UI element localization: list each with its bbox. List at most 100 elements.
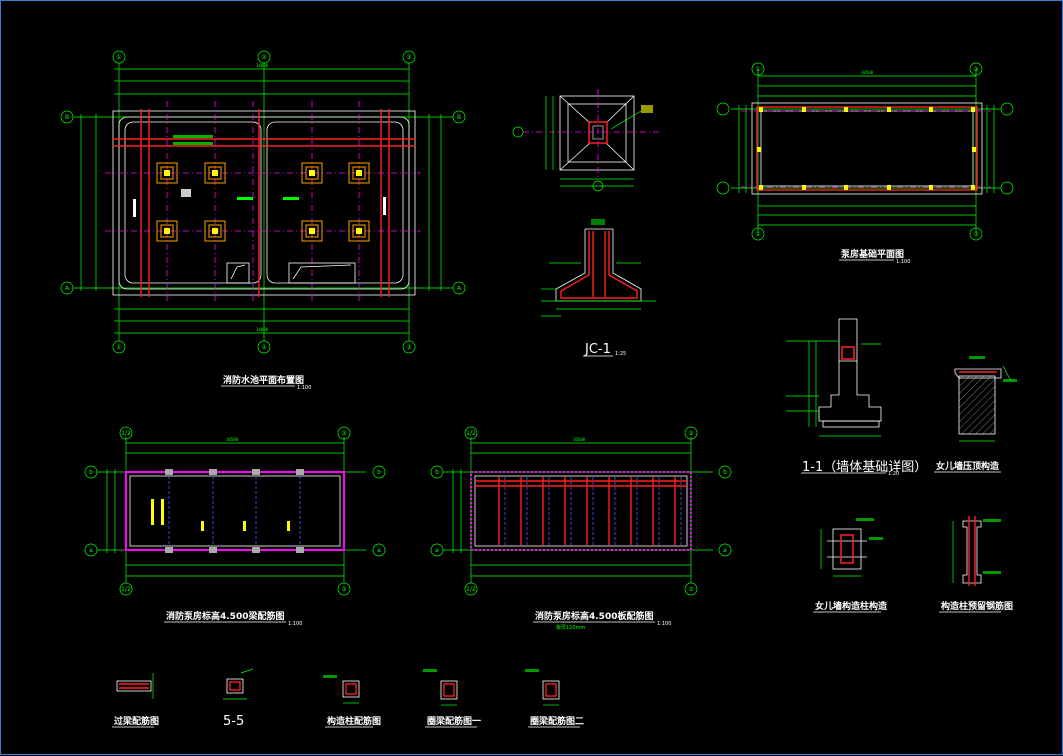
axis-bubble-slab-b <box>684 426 698 440</box>
axis-bubble-pump <box>751 62 765 76</box>
axis-bubble-slab-a-label: 1/2 <box>121 430 131 437</box>
axis-bubble-pool-top-label: ③ <box>406 54 411 61</box>
pool-column <box>309 228 315 234</box>
slab-b-total-dim: 10500 <box>573 437 586 442</box>
pump-post <box>972 147 976 152</box>
axis-bubble-slab-b-side <box>718 543 732 557</box>
slab-thickness-note: 板厚120mm <box>556 624 585 631</box>
axis-bubble-slab-b <box>464 426 478 440</box>
pump-total-dim: 10500 <box>861 70 874 75</box>
axis-bubble-pool-right-label: B <box>457 114 461 121</box>
jc1-title: JC-1 <box>584 342 611 357</box>
axis-bubble-pump <box>751 227 765 241</box>
axis-bubble-slab-a-side-label: a <box>89 547 93 554</box>
ring-beam-2-title: 圈梁配筋图二 <box>530 715 584 727</box>
axis-bubble-pump-label: ③ <box>973 66 978 73</box>
axis-bubble-pump-label: ① <box>755 66 760 73</box>
axis-bubble-slab-a-side <box>84 543 98 557</box>
pool-layout-plan <box>73 63 453 341</box>
pool-footing <box>348 162 370 184</box>
axis-bubble-pool-right-label: A <box>457 285 462 292</box>
pool-footing-inner <box>305 224 319 238</box>
section-1-1-title: 1-1（墙体基础详图） <box>802 460 927 475</box>
axis-bubble-slab-a-label: ③ <box>341 430 346 437</box>
pool-column <box>164 170 170 176</box>
axis-bubble-pool-left-label: B <box>65 114 69 121</box>
pool-total-dim: 14000 <box>256 63 269 68</box>
pool-column <box>356 228 362 234</box>
axis-bubble-slab-a-side-label: b <box>377 469 381 476</box>
column-section-title: 构造柱配筋图 <box>327 715 381 727</box>
pump-post <box>802 185 806 190</box>
section-5-5-title: 5-5 <box>223 714 244 729</box>
axis-bubble-pump-label: ① <box>755 231 760 238</box>
pool-footing-inner <box>208 166 222 180</box>
pool-layout-title: 消防水池平面布置图 <box>223 374 304 386</box>
pump-post <box>759 185 763 190</box>
pump-post <box>844 107 848 112</box>
axis-bubble-slab-b-side-label: b <box>723 469 727 476</box>
axis-bubble-pool-right <box>452 281 466 295</box>
axis-bubble-pump <box>969 62 983 76</box>
parapet-column-title: 女儿墙构造柱构造 <box>815 600 888 612</box>
parapet-column-detail: 女儿墙构造柱构造 <box>813 518 888 613</box>
axis-bubble-slab-b-label: ③ <box>688 586 693 593</box>
pool-column <box>164 228 170 234</box>
pump-foundation-plan <box>731 69 1001 233</box>
pool-column <box>356 170 362 176</box>
slab-a-total-dim: 10500 <box>226 437 239 442</box>
slab-column-top <box>296 469 304 475</box>
axis-bubble-pump-side <box>716 102 730 116</box>
axis-bubble-slab-b <box>684 582 698 596</box>
pool-footing <box>156 220 178 242</box>
column-anchor-title: 构造柱预留钢筋图 <box>941 600 1013 612</box>
section-1-1: 1-1（墙体基础详图） 1:20 <box>786 318 927 477</box>
slab-column-top <box>165 469 173 475</box>
pump-post <box>929 107 933 112</box>
column-anchor-detail: 构造柱预留钢筋图 <box>939 516 1013 613</box>
pump-post <box>757 147 761 152</box>
pool-footing <box>204 220 226 242</box>
axis-bubble-slab-a-side <box>84 465 98 479</box>
axis-bubble-pump-side <box>1000 181 1014 195</box>
pump-post <box>759 107 763 112</box>
pool-total-dim-bottom: 14000 <box>256 327 269 332</box>
axis-bubble-slab-b-side <box>718 465 732 479</box>
jc1-scale: 1:25 <box>615 351 626 357</box>
axis-bubble-pool-top <box>112 50 126 64</box>
slab-rebar-scale: 1:100 <box>657 621 671 627</box>
pool-footing <box>348 220 370 242</box>
pump-foundation-title: 泵房基础平面图 <box>841 248 904 260</box>
pool-column <box>309 170 315 176</box>
pool-column <box>212 228 218 234</box>
axis-bubble-pool-bottom-label: ③ <box>406 344 411 351</box>
axis-bubble-slab-a <box>337 582 351 596</box>
slab-column-top <box>209 469 217 475</box>
pool-footing-inner <box>352 166 366 180</box>
axis-bubble-pool-left <box>60 110 74 124</box>
axis-bubble-pump <box>969 227 983 241</box>
pump-post <box>844 185 848 190</box>
section-1-1-scale: 1:20 <box>888 471 899 477</box>
axis-bubble-pool-bottom <box>112 340 126 354</box>
slab-beam-plan: 消防泵房标高4.500梁配筋图 1:100 <box>97 437 366 627</box>
axis-bubble-slab-a-label: ③ <box>341 586 346 593</box>
pool-footing-inner <box>160 224 174 238</box>
slab-column-bottom <box>252 547 260 553</box>
pump-post <box>887 107 891 112</box>
pool-footing <box>301 220 323 242</box>
axis-bubble-slab-b-side-label: a <box>435 547 439 554</box>
pool-footing-inner <box>208 224 222 238</box>
axis-bubble-slab-b-label: 1/2 <box>466 586 476 593</box>
lintel-title: 过梁配筋图 <box>114 715 159 727</box>
slab-beam-title: 消防泵房标高4.500梁配筋图 <box>166 610 284 622</box>
slab-column-bottom <box>296 547 304 553</box>
pump-post <box>971 107 975 112</box>
axis-bubble-pool-top <box>257 50 271 64</box>
slab-rebar-plan: 消防泵房标高4.500板配筋图 1:100 板厚120mm <box>443 437 713 631</box>
pool-column <box>212 170 218 176</box>
pool-footing-inner <box>160 166 174 180</box>
axis-bubble-slab-a-side-label: b <box>89 469 93 476</box>
axis-bubble-pump-side <box>1000 102 1014 116</box>
axis-bubble-slab-b-label: 1/2 <box>466 430 476 437</box>
